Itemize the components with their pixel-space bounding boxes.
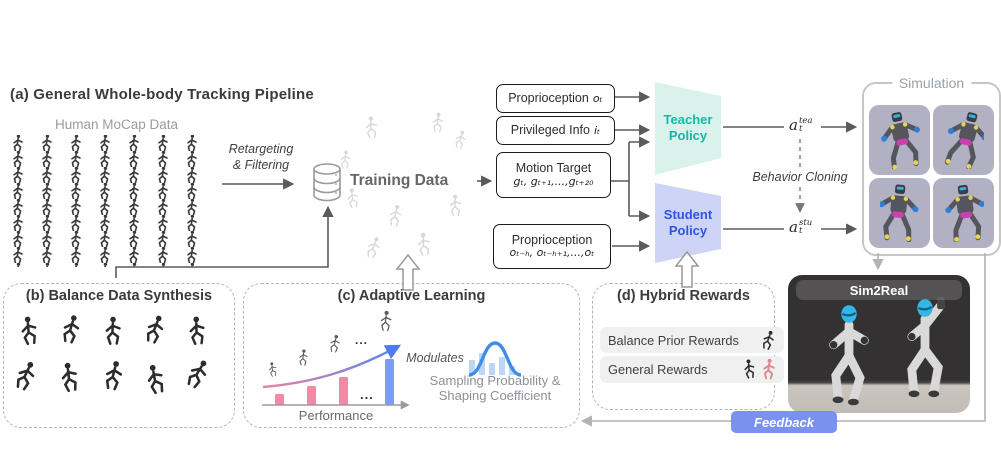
motion-target-box: Motion Target gₜ, gₜ₊₁,...,gₜ₊₂₀ bbox=[496, 152, 611, 198]
proprioception-box: Proprioception oₜ bbox=[496, 84, 615, 113]
robot-figure-icon bbox=[762, 329, 776, 350]
teacher-action-sup: tea bbox=[798, 115, 813, 126]
student-action-var: a stu t bbox=[789, 218, 812, 236]
simulation-tile bbox=[933, 105, 994, 175]
simulation-tile bbox=[933, 178, 994, 248]
training-data-label: Training Data bbox=[350, 172, 449, 189]
student-action-sup: stu bbox=[798, 217, 813, 228]
student-policy-label: Student Policy bbox=[655, 207, 721, 240]
proprioception-label: Proprioception bbox=[508, 91, 589, 106]
feedback-badge: Feedback bbox=[731, 411, 837, 433]
modulates-label: Modulates bbox=[406, 351, 464, 365]
teacher-action-base: a bbox=[789, 116, 798, 134]
teacher-policy-label: Teacher Policy bbox=[655, 112, 721, 145]
privileged-info-box: Privileged Info iₜ bbox=[496, 116, 615, 145]
retargeting-line1: Retargeting bbox=[228, 142, 294, 156]
section-d-title: (d) Hybrid Rewards bbox=[617, 288, 750, 304]
section-c-title: (c) Adaptive Learning bbox=[337, 288, 486, 304]
human-figure-icon bbox=[763, 358, 775, 379]
result-line2: Shaping Coefficient bbox=[438, 388, 552, 404]
motion-target-fork bbox=[610, 142, 630, 216]
proprioception-math: oₜ bbox=[592, 92, 603, 106]
student-action-base: a bbox=[789, 218, 798, 236]
performance-axis-label: Performance bbox=[298, 408, 374, 423]
result-line1: Sampling Probability & bbox=[429, 373, 561, 388]
mocap-crowd-illustration bbox=[8, 135, 214, 267]
proprioception-history-box: Proprioception oₜ₋ₕ, oₜ₋ₕ₊₁,...,oₜ bbox=[493, 224, 611, 269]
balance-to-database-arrow bbox=[115, 205, 334, 278]
simulation-panel: Simulation bbox=[862, 75, 1001, 256]
section-a-title: (a) General Whole-body Tracking Pipeline bbox=[10, 86, 314, 103]
balance-prior-rewards-label: Balance Prior Rewards bbox=[608, 332, 739, 348]
retargeting-label: Retargeting & Filtering bbox=[218, 142, 304, 173]
section-b-title: (b) Balance Data Synthesis bbox=[25, 288, 213, 304]
sim2real-photo: Sim2Real bbox=[788, 275, 970, 413]
retargeting-line2: & Filtering bbox=[232, 157, 290, 172]
robot-figure-icon bbox=[742, 358, 756, 379]
simulation-tile bbox=[869, 105, 930, 175]
student-action-sub: t bbox=[798, 226, 803, 236]
balance-prior-rewards-box: Balance Prior Rewards bbox=[600, 327, 784, 353]
proprioception-history-math: oₜ₋ₕ, oₜ₋ₕ₊₁,...,oₜ bbox=[509, 246, 595, 260]
privileged-info-label: Privileged Info bbox=[510, 123, 590, 138]
motion-target-math: gₜ, gₜ₊₁,...,gₜ₊₂₀ bbox=[513, 174, 594, 188]
balance-data-synthesis-panel: (b) Balance Data Synthesis bbox=[3, 283, 235, 428]
simulation-tile bbox=[869, 178, 930, 248]
student-line1: Student bbox=[663, 207, 713, 222]
general-rewards-label: General Rewards bbox=[608, 362, 708, 377]
general-rewards-box: General Rewards bbox=[600, 356, 784, 383]
sampling-probability-label: Sampling Probability & Shaping Coefficie… bbox=[419, 373, 571, 404]
teacher-action-sub: t bbox=[798, 124, 803, 134]
mocap-data-label: Human MoCap Data bbox=[55, 117, 179, 132]
motion-target-label: Motion Target bbox=[515, 161, 592, 176]
privileged-info-math: iₜ bbox=[593, 124, 601, 138]
sim2real-label: Sim2Real bbox=[796, 280, 962, 300]
simulation-title: Simulation bbox=[891, 75, 972, 91]
rewards-to-student-hollow-arrow bbox=[674, 250, 700, 288]
teacher-line1: Teacher bbox=[663, 112, 713, 127]
proprioception-history-label: Proprioception bbox=[511, 232, 593, 247]
teacher-action-var: a tea t bbox=[789, 116, 812, 134]
teacher-line2: Policy bbox=[668, 128, 708, 144]
database-icon bbox=[313, 163, 341, 202]
student-line2: Policy bbox=[668, 223, 708, 239]
behavior-cloning-label: Behavior Cloning bbox=[742, 170, 858, 184]
